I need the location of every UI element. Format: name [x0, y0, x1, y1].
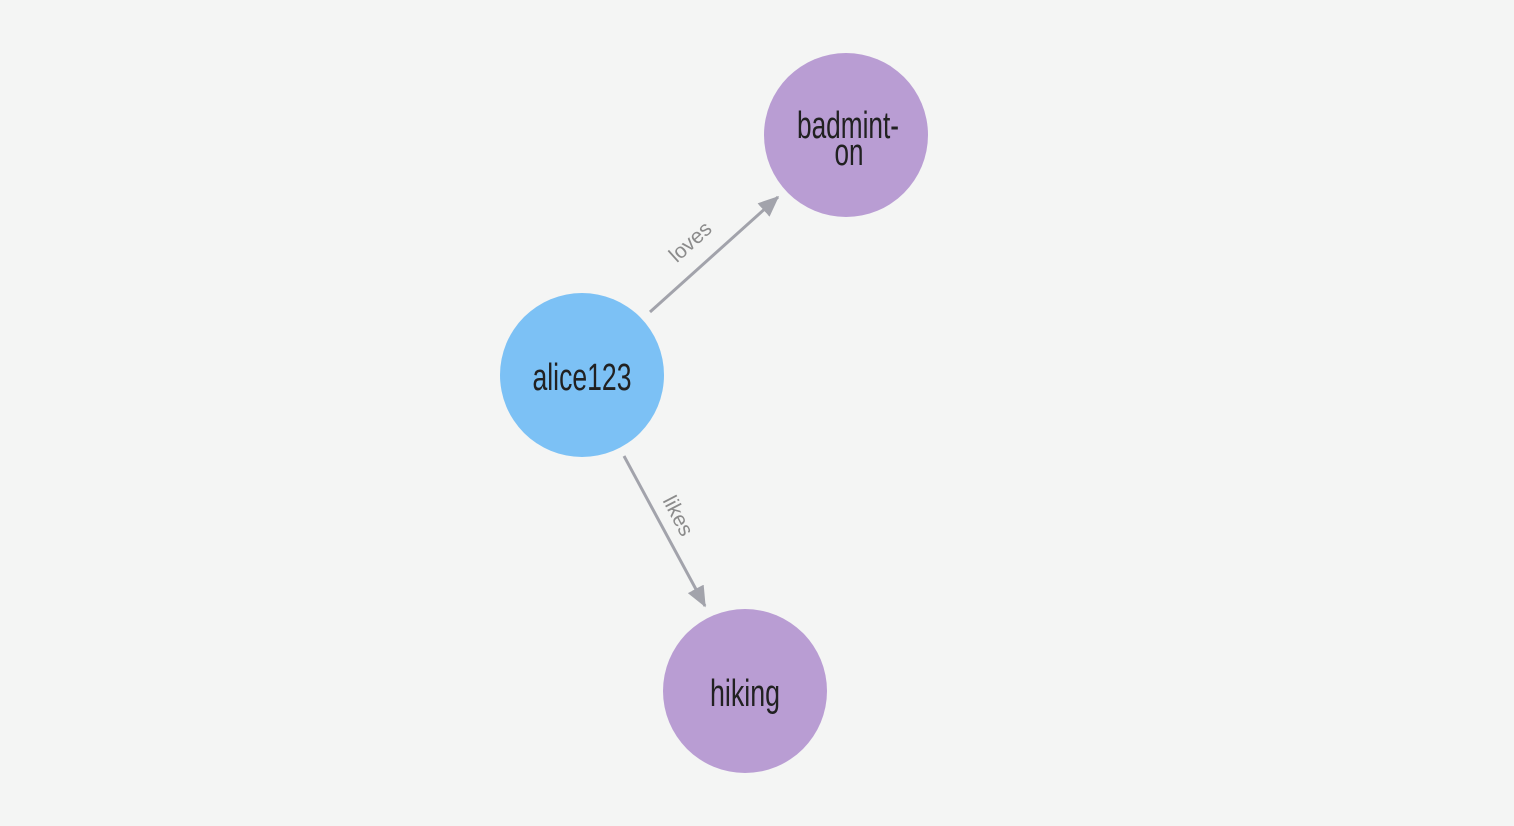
node-label: hiking — [710, 673, 780, 715]
node-label-line1: badmint- — [797, 105, 899, 147]
node-hiking[interactable]: hiking — [663, 609, 827, 773]
node-circle[interactable] — [764, 53, 928, 217]
edge-line[interactable] — [622, 455, 707, 608]
node-circle[interactable] — [663, 609, 827, 773]
node-circle[interactable] — [500, 293, 664, 457]
node-badminton[interactable]: badmint- on — [764, 53, 928, 217]
node-label: alice123 — [533, 357, 632, 399]
node-label-line2: on — [835, 132, 864, 174]
node-alice123[interactable]: alice123 — [500, 293, 664, 457]
edge-line[interactable] — [648, 195, 780, 314]
